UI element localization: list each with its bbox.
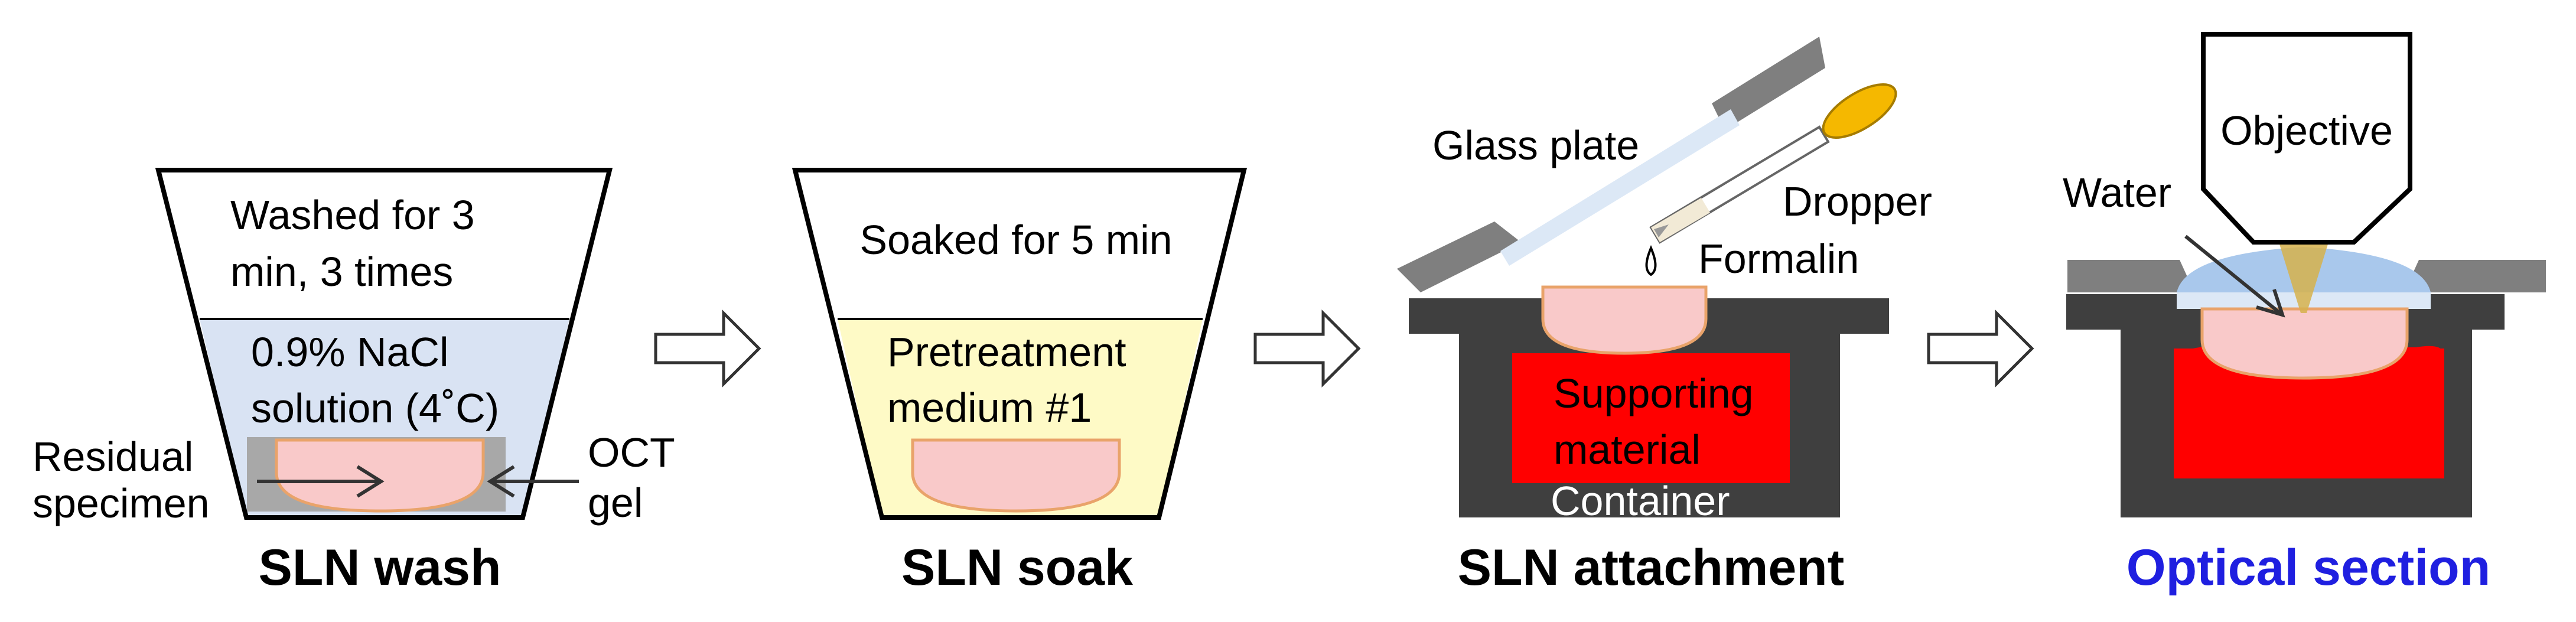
panel-optical-section: Objective Water Optical section bbox=[2063, 32, 2546, 596]
supporting-material-label-line-1: Supporting bbox=[1554, 370, 1754, 416]
wash-top-text-line-2: min, 3 times bbox=[230, 249, 453, 295]
optical-specimen-shape bbox=[2200, 307, 2409, 380]
caption-sln-wash: SLN wash bbox=[259, 539, 501, 596]
glass-plate-handle-left bbox=[1397, 222, 1521, 292]
light-cone bbox=[2279, 242, 2329, 313]
residual-specimen-label-line-1: Residual bbox=[32, 434, 193, 480]
oct-gel-label-line-2: gel bbox=[588, 480, 643, 526]
soak-medium-text-line-1: Pretreatment bbox=[887, 329, 1126, 375]
formalin-drop-icon bbox=[1645, 245, 1657, 276]
supporting-material-label-line-2: material bbox=[1554, 426, 1701, 473]
soak-cup-outline bbox=[792, 168, 1248, 520]
wash-solution-text-line-1: 0.9% NaCl bbox=[251, 329, 449, 375]
panel-sln-attachment: Glass plate Dropper Formalin Supporting … bbox=[1397, 37, 1932, 596]
step-arrow-icon-1 bbox=[654, 309, 761, 388]
residual-specimen-shape bbox=[275, 438, 485, 513]
panel-sln-soak: Soaked for 5 min Pretreatment medium #1 … bbox=[792, 168, 1248, 596]
dropper-icon bbox=[1649, 83, 1897, 244]
glass-plate bbox=[1500, 109, 1740, 266]
residual-specimen-label-line-2: specimen bbox=[32, 480, 210, 526]
panel-sln-wash: Washed for 3 min, 3 times 0.9% NaCl solu… bbox=[32, 168, 675, 596]
caption-sln-attachment: SLN attachment bbox=[1458, 539, 1845, 596]
stage-left-icon bbox=[2067, 260, 2194, 292]
step-arrow-icon-2 bbox=[1253, 309, 1361, 388]
glass-plate-handle-right bbox=[1712, 37, 1825, 130]
objective-icon bbox=[2201, 32, 2412, 245]
container-label: Container bbox=[1551, 478, 1730, 524]
supporting-material-fill bbox=[1512, 353, 1790, 483]
soak-medium-text-line-2: medium #1 bbox=[887, 385, 1092, 431]
gel-pointer-arrow bbox=[487, 465, 579, 498]
soak-top-text: Soaked for 5 min bbox=[859, 217, 1172, 263]
water-label: Water bbox=[2063, 170, 2171, 216]
attach-specimen-shape bbox=[1541, 285, 1708, 355]
wash-solution-text-line-2: solution (4˚C) bbox=[251, 385, 499, 431]
wash-cup-outline bbox=[155, 168, 613, 520]
stage-right-icon bbox=[2404, 260, 2546, 292]
soak-specimen-shape bbox=[911, 438, 1121, 513]
caption-optical-section: Optical section bbox=[2126, 539, 2491, 596]
objective-label: Objective bbox=[2220, 108, 2393, 154]
wash-top-text-line-1: Washed for 3 bbox=[230, 192, 475, 238]
caption-sln-soak: SLN soak bbox=[901, 539, 1133, 596]
oct-gel-label-line-1: OCT bbox=[588, 429, 675, 476]
dropper-label: Dropper bbox=[1783, 178, 1932, 224]
specimen-pointer-arrow bbox=[257, 465, 385, 498]
water-pointer-arrow bbox=[2184, 235, 2285, 318]
step-arrow-icon-3 bbox=[1927, 309, 2034, 388]
glass-plate-label: Glass plate bbox=[1432, 122, 1639, 168]
formalin-label: Formalin bbox=[1698, 236, 1859, 282]
